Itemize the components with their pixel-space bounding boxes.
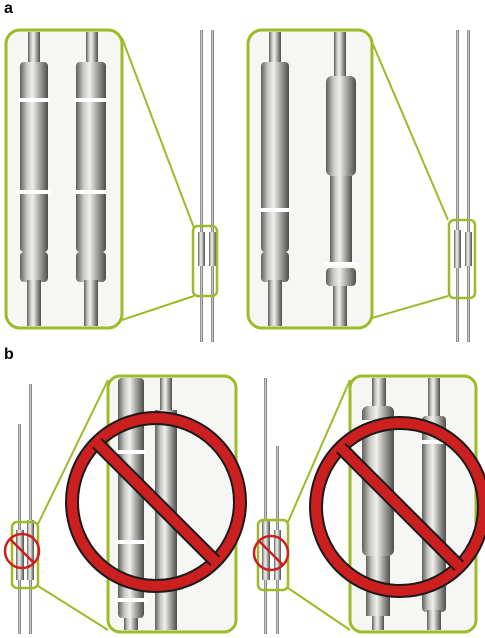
zoom-callout-line bbox=[287, 379, 351, 523]
prohibition-icon bbox=[309, 416, 485, 598]
zoom-callout-line bbox=[37, 585, 109, 631]
prohibition-icon bbox=[65, 411, 247, 593]
electrode-shaft bbox=[420, 378, 448, 630]
panel-a bbox=[4, 28, 477, 342]
zoom-callout-line bbox=[121, 295, 195, 321]
panel-a-right-electrodes bbox=[447, 30, 477, 342]
panel-b bbox=[3, 374, 485, 634]
panel-b-right-zoom bbox=[309, 374, 485, 634]
electrode-shaft bbox=[259, 32, 291, 326]
zoom-callout-line bbox=[371, 295, 449, 319]
zoom-callout-line bbox=[121, 37, 195, 229]
electrode-shaft bbox=[116, 378, 146, 630]
zoom-callout-line bbox=[371, 41, 449, 221]
panel-b-right-electrodes bbox=[252, 378, 290, 634]
panel-a-left-electrodes bbox=[191, 30, 219, 342]
zoom-callout-line bbox=[37, 379, 109, 525]
prohibition-icon bbox=[252, 534, 290, 572]
electrode-shaft bbox=[74, 32, 108, 326]
panel-b-left-electrodes bbox=[3, 384, 41, 634]
electrode-shaft bbox=[324, 32, 358, 326]
panel-label-b: b bbox=[4, 346, 14, 363]
panel-label-a: a bbox=[4, 0, 13, 17]
panel-a-right-zoom bbox=[246, 28, 374, 330]
panel-b-left-zoom bbox=[65, 374, 247, 634]
zoom-callout-line bbox=[287, 587, 351, 631]
prohibition-icon bbox=[3, 532, 41, 570]
electrode-shaft bbox=[18, 32, 50, 326]
panel-a-left-zoom bbox=[4, 28, 124, 330]
